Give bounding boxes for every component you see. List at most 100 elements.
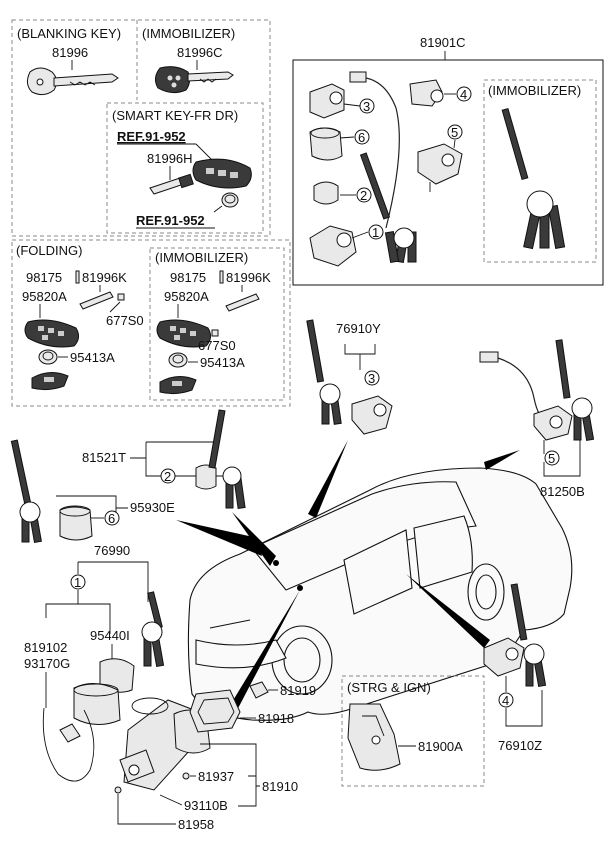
part-81996c: 81996C — [177, 45, 223, 60]
part-677s0-b: 677S0 — [198, 338, 236, 353]
key-blade-b-icon — [225, 293, 260, 312]
part-81901c: 81901C — [420, 35, 466, 50]
ignition-switch-body-icon — [309, 127, 343, 161]
harness-connector-81250b-icon — [479, 351, 499, 363]
immobilizer-81901c-box — [483, 79, 597, 263]
callout-circle-5a — [447, 124, 463, 140]
callout-5a: 5 — [451, 125, 458, 140]
callout-circle-4b — [498, 692, 514, 708]
pointer-wedge-5 — [406, 574, 490, 648]
key-set-95930e-icon — [10, 439, 42, 544]
immobilizer-key-set-icon — [501, 107, 566, 250]
callout-6a: 6 — [358, 130, 365, 145]
steering-column-cover-icon — [347, 703, 401, 771]
folding-key-fob-b-icon — [156, 319, 212, 348]
part-93170g: 93170G — [24, 656, 70, 671]
part-81521t: 81521T — [82, 450, 126, 465]
part-677s0-a: 677S0 — [106, 313, 144, 328]
part-81937: 81937 — [198, 769, 234, 784]
callout-circle-3b — [364, 370, 380, 386]
part-81996k-a: 81996K — [82, 270, 127, 285]
folding-box — [11, 239, 291, 407]
part-819102: 819102 — [24, 640, 67, 655]
lock-set-box — [292, 59, 604, 286]
ignition-lock-icon — [309, 225, 357, 267]
key-set-81250b-icon — [555, 339, 595, 442]
trunk-lock-81250b-icon — [533, 405, 573, 441]
callout-1b: 1 — [74, 575, 81, 590]
coin-battery-icon — [221, 192, 239, 208]
pointer-wedge-2 — [232, 512, 276, 566]
callout-3a: 3 — [363, 99, 370, 114]
callout-circle-6a — [354, 129, 370, 145]
ref-label-2: REF.91-952 — [136, 213, 205, 228]
trunk-lock-icon — [409, 79, 444, 107]
callout-circle-3a — [359, 98, 375, 114]
part-98175-b: 98175 — [170, 270, 206, 285]
coil-b-icon — [211, 329, 219, 337]
part-81996k-b: 81996K — [226, 270, 271, 285]
bezel-81918-icon — [189, 689, 241, 733]
immobilizer-antenna-ring-icon — [42, 707, 95, 782]
key-set-76910y-icon — [306, 319, 342, 425]
immobilizer-folding-box — [149, 247, 285, 401]
box-title-blanking-key: (BLANKING KEY) — [17, 26, 121, 41]
callout-circle-6b — [104, 510, 120, 526]
fob-case-a-icon — [31, 372, 69, 391]
battery-b-icon — [168, 352, 188, 368]
part-81996: 81996 — [52, 45, 88, 60]
callout-circle-5b — [544, 450, 560, 466]
part-95930e: 95930E — [130, 500, 175, 515]
pointer-wedge-6 — [226, 590, 300, 716]
lock-cap-81521t-icon — [195, 464, 217, 490]
smart-key-fob-icon — [192, 158, 252, 189]
part-81910: 81910 — [262, 779, 298, 794]
box-title-folding: (FOLDING) — [16, 243, 82, 258]
part-95820a-b: 95820A — [164, 289, 209, 304]
door-lock-76910y-icon — [351, 395, 393, 435]
part-95820a-a: 95820A — [22, 289, 67, 304]
part-81919: 81919 — [280, 683, 316, 698]
folding-key-fob-a-icon — [24, 319, 80, 348]
callout-6b: 6 — [108, 511, 115, 526]
smart-key-box — [106, 102, 264, 234]
callout-circle-2a — [356, 187, 372, 203]
bulb-81919-icon — [249, 681, 269, 699]
door-lock-76910z-icon — [483, 637, 525, 677]
door-lock-cylinder-icon — [309, 83, 345, 119]
box-title-immobilizer-folding: (IMMOBILIZER) — [155, 250, 248, 265]
callout-circle-4a — [456, 86, 472, 102]
callout-2a: 2 — [360, 188, 367, 203]
part-81250b: 81250B — [540, 484, 585, 499]
blanking-key-icon — [26, 67, 119, 96]
box-title-immobilizer-81901c: (IMMOBILIZER) — [488, 83, 581, 98]
part-98175-a: 98175 — [26, 270, 62, 285]
screw-81958-icon — [114, 786, 122, 794]
key-set-81521t-icon — [208, 409, 246, 509]
part-81900a: 81900A — [418, 739, 463, 754]
battery-a-icon — [38, 349, 58, 365]
callout-circle-1b — [70, 574, 86, 590]
sedan-car-outline — [187, 467, 573, 721]
box-title-smart-key: (SMART KEY-FR DR) — [112, 108, 238, 123]
part-81958: 81958 — [178, 817, 214, 832]
box-title-immobilizer-top: (IMMOBILIZER) — [142, 26, 235, 41]
harness-connector-icon — [349, 71, 367, 83]
key-set-76910z-icon — [510, 583, 547, 688]
key-set-76990-icon — [141, 591, 165, 668]
strg-ign-box — [341, 675, 485, 787]
callout-5b: 5 — [548, 451, 555, 466]
part-81996h: 81996H — [147, 151, 193, 166]
part-93110b: 93110B — [184, 798, 228, 813]
pointer-wedge-3 — [308, 440, 348, 518]
callout-4a: 4 — [460, 87, 467, 102]
key-set-81901c-icon — [359, 152, 417, 264]
mechanical-key-blade-icon — [149, 173, 194, 195]
lock-cap-icon — [313, 181, 339, 205]
part-95413a-b: 95413A — [200, 355, 245, 370]
immobilizer-key-icon — [154, 66, 234, 94]
callout-4b: 4 — [502, 693, 509, 708]
part-95440i: 95440I — [90, 628, 130, 643]
box-title-strg-ign: (STRG & IGN) — [347, 680, 431, 695]
